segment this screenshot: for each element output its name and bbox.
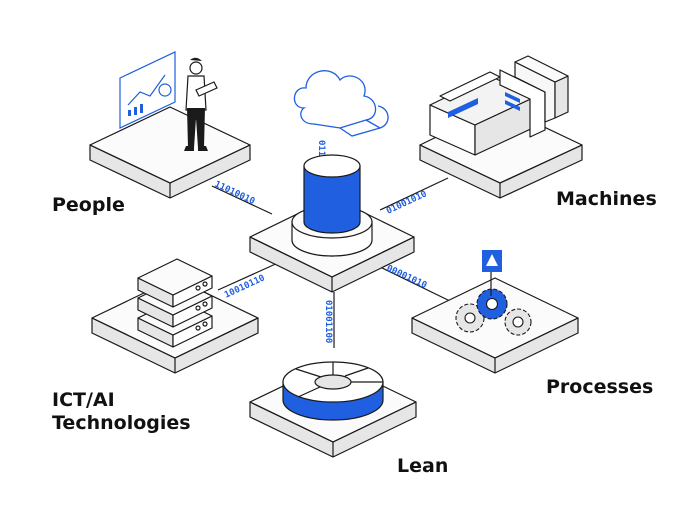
pie-chart-icon: [282, 361, 384, 421]
connectors: [211, 177, 453, 348]
binary-people-link: 11010010: [213, 180, 257, 207]
connector-people: [211, 185, 273, 215]
connector-ict: [217, 261, 281, 291]
binary-lean-link: 01001100: [323, 300, 333, 343]
platform-people: [89, 106, 251, 199]
cloud-icon: [293, 70, 389, 137]
dashboard-screen-icon: [119, 51, 176, 129]
label-people: People: [52, 194, 125, 216]
label-ict-ai-line2: Technologies: [52, 412, 191, 434]
connector-machines: [379, 177, 449, 211]
label-machines: Machines: [556, 188, 657, 210]
server-rack-icon: [137, 258, 213, 348]
database-icon: [291, 154, 373, 257]
label-ict-ai-line1: ICT/AI: [52, 389, 115, 411]
binary-processes-link: 00001010: [385, 264, 429, 291]
label-processes: Processes: [546, 376, 654, 398]
industrial-machine-icon: [429, 55, 569, 156]
warning-flag-icon: [482, 250, 502, 296]
person-with-laptop-icon: [184, 57, 218, 151]
binary-machines-link: 01001010: [385, 189, 429, 216]
label-lean: Lean: [397, 455, 449, 477]
connector-processes: [377, 265, 453, 303]
gears-icon: [455, 288, 532, 336]
